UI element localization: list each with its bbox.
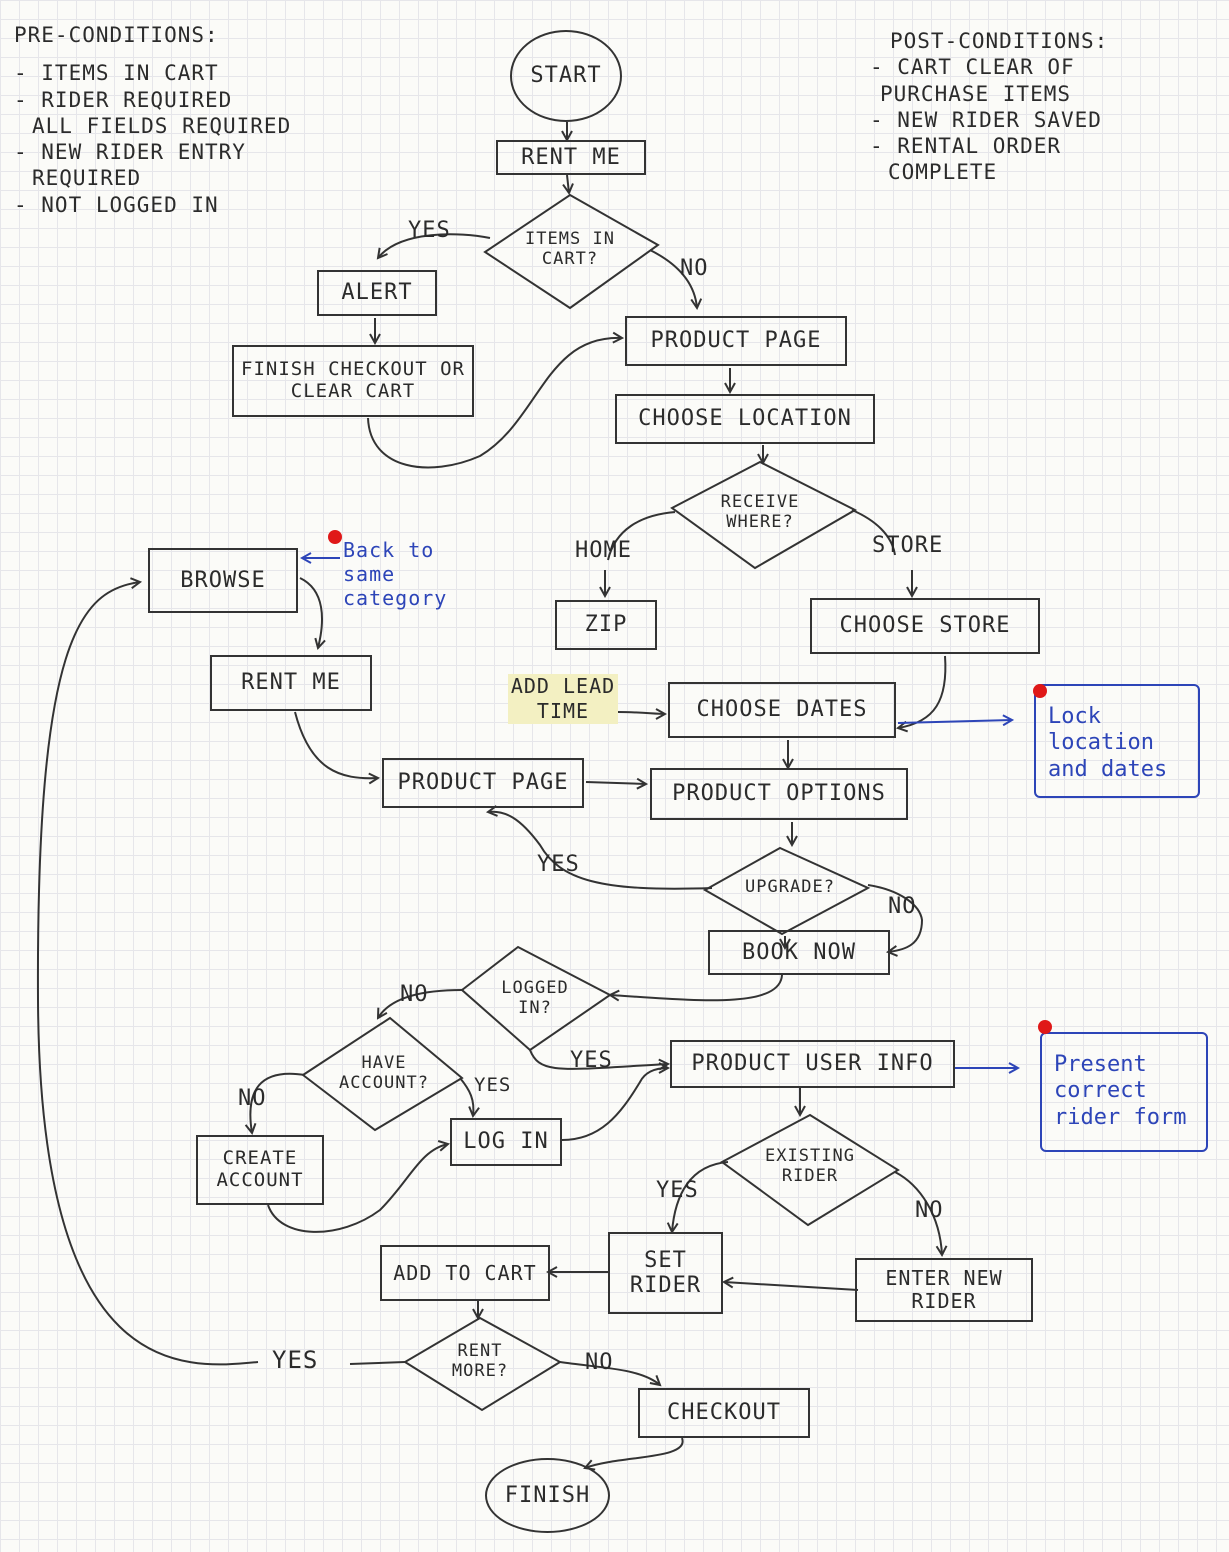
red-marker	[328, 530, 342, 544]
rent-me-mid-node: RENT ME	[210, 655, 372, 711]
browse-node: BROWSE	[148, 548, 298, 613]
add-to-cart-node: ADD TO CART	[380, 1245, 550, 1301]
have-account-decision: HAVE ACCOUNT?	[339, 1053, 429, 1093]
finish-checkout-node: FINISH CHECKOUT OR CLEAR CART	[232, 345, 474, 417]
product-user-info-node: PRODUCT USER INFO	[670, 1040, 955, 1088]
checkout-node: CHECKOUT	[638, 1388, 810, 1438]
rent-me-top-node: RENT ME	[496, 140, 646, 175]
existing-rider-decision: EXISTING RIDER	[765, 1146, 855, 1186]
edge-label-yes: YES	[272, 1346, 319, 1374]
finish-node: FINISH	[485, 1458, 610, 1533]
red-marker	[1038, 1020, 1052, 1034]
edge-label-home: HOME	[575, 538, 632, 563]
precondition-item: - ITEMS IN CART	[14, 61, 219, 86]
back-to-category-annotation: Back to same category	[343, 538, 448, 610]
postcondition-item: - RENTAL ORDER	[870, 134, 1062, 158]
precondition-item: - NEW RIDER ENTRY	[14, 140, 246, 164]
set-rider-node: SET RIDER	[608, 1232, 723, 1314]
product-page-mid-node: PRODUCT PAGE	[382, 758, 584, 808]
choose-store-node: CHOOSE STORE	[810, 598, 1040, 654]
product-options-node: PRODUCT OPTIONS	[650, 768, 908, 820]
preconditions-title: PRE-CONDITIONS:	[14, 23, 219, 47]
rent-more-decision: RENT MORE?	[451, 1341, 509, 1381]
enter-new-rider-node: ENTER NEW RIDER	[855, 1258, 1033, 1322]
create-account-node: CREATE ACCOUNT	[196, 1135, 324, 1205]
present-rider-form-annotation: Present correct rider form	[1040, 1032, 1208, 1152]
add-lead-time-label: ADD LEAD TIME	[508, 674, 618, 724]
choose-location-node: CHOOSE LOCATION	[615, 394, 875, 444]
diamond-existing-rider	[720, 1113, 900, 1227]
edge-label-yes: YES	[656, 1178, 699, 1203]
items-in-cart-decision: ITEMS IN CART?	[525, 229, 615, 269]
postconditions-notes: POST-CONDITIONS: - CART CLEAR OF PURCHAS…	[870, 28, 1108, 186]
edge-label-no: NO	[680, 256, 709, 281]
precondition-item: - NOT LOGGED IN	[14, 192, 219, 217]
alert-node: ALERT	[317, 270, 437, 316]
edge-label-yes: YES	[537, 852, 580, 877]
edge-label-no: NO	[888, 894, 917, 919]
red-marker	[1033, 684, 1047, 698]
edge-label-yes: YES	[570, 1048, 613, 1073]
edge-label-no: NO	[585, 1350, 614, 1375]
preconditions-notes: PRE-CONDITIONS: - ITEMS IN CART - RIDER …	[14, 22, 291, 218]
present-rider-form-text: Present correct rider form	[1054, 1052, 1187, 1130]
edge-label-yes: YES	[408, 218, 451, 243]
edge-label-no: NO	[400, 982, 429, 1007]
postconditions-title: POST-CONDITIONS:	[890, 29, 1109, 53]
lock-location-annotation: Lock location and dates	[1034, 684, 1200, 798]
start-node: START	[510, 30, 622, 122]
product-page-top-node: PRODUCT PAGE	[625, 316, 847, 366]
edge-label-store: STORE	[872, 533, 944, 558]
edge-label-no: NO	[915, 1198, 944, 1223]
postcondition-item: - NEW RIDER SAVED	[870, 107, 1102, 132]
precondition-item: - RIDER REQUIRED	[14, 87, 233, 112]
edge-label-yes: YES	[474, 1074, 512, 1096]
postcondition-item: PURCHASE ITEMS	[880, 81, 1072, 106]
diamond-upgrade	[702, 846, 871, 936]
postcondition-item: COMPLETE	[888, 160, 998, 185]
receive-where-decision: RECEIVE WHERE?	[720, 492, 800, 532]
choose-dates-node: CHOOSE DATES	[668, 682, 896, 738]
lock-location-text: Lock location and dates	[1048, 704, 1168, 782]
book-now-node: BOOK NOW	[708, 930, 890, 975]
precondition-item: ALL FIELDS REQUIRED	[32, 113, 292, 138]
diamond-have-account	[301, 1016, 464, 1132]
diamond-items-in-cart	[483, 193, 660, 310]
edge-label-no: NO	[238, 1086, 267, 1111]
precondition-item: REQUIRED	[32, 166, 142, 191]
postcondition-item: - CART CLEAR OF	[870, 55, 1075, 80]
upgrade-decision: UPGRADE?	[745, 877, 835, 898]
diamond-receive-where	[670, 460, 858, 570]
logged-in-decision: LOGGED IN?	[501, 978, 569, 1018]
log-in-node: LOG IN	[450, 1118, 562, 1166]
zip-node: ZIP	[555, 600, 657, 650]
diamond-rent-more	[403, 1316, 562, 1412]
